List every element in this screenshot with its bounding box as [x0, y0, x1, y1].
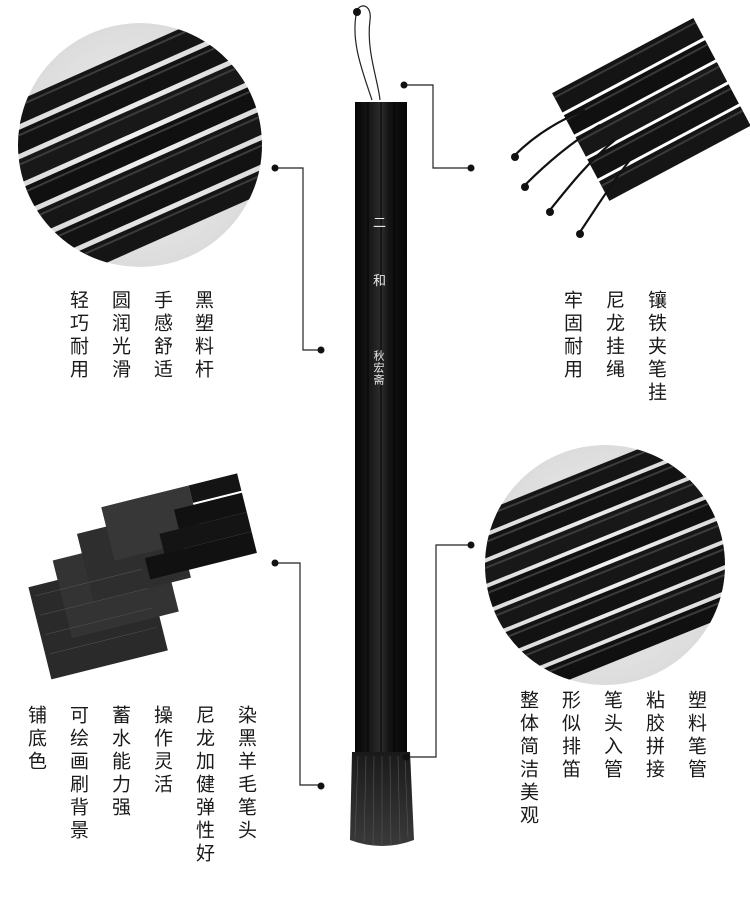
feature-br-line-4: 形似排笛: [559, 690, 581, 782]
feature-tl-line-4: 轻巧耐用: [67, 290, 89, 382]
feature-br-line-2: 粘胶拼接: [643, 690, 665, 782]
maker-stamp: 秋宏斋: [372, 350, 385, 386]
feature-tl-line-3: 圆润光滑: [109, 290, 131, 382]
leader-lines: [271, 81, 475, 790]
brush-handle: [355, 102, 407, 752]
feature-br-line-1: 塑料笔管: [685, 690, 707, 782]
hanging-rope: [353, 5, 381, 101]
feature-bl-line-4: 蓄水能力强: [109, 705, 131, 820]
handle-mark-1: 二: [373, 216, 387, 231]
detail-circle-pipes: [485, 445, 725, 685]
detail-clip-ropes: [511, 18, 750, 238]
feature-tr-line-2: 尼龙挂绳: [603, 290, 625, 382]
feature-br-line-3: 笔头入管: [601, 690, 623, 782]
feature-bl-line-1: 染黑羊毛笔头: [235, 705, 257, 843]
handle-mark-2: 和: [373, 274, 387, 289]
brush-head: [350, 752, 414, 846]
feature-tr-line-1: 镶铁夹笔挂: [645, 290, 667, 405]
feature-bl-line-5: 可绘画刷背景: [67, 705, 89, 843]
detail-circle-handles: [18, 23, 262, 267]
feature-br-line-5: 整体简洁美观: [517, 690, 539, 828]
feature-bl-line-2: 尼龙加健弹性好: [193, 705, 215, 866]
feature-bl-line-3: 操作灵活: [151, 705, 173, 797]
feature-tl-line-1: 黑塑料杆: [192, 290, 214, 382]
detail-brush-heads: [28, 473, 257, 680]
feature-tl-line-2: 手感舒适: [151, 290, 173, 382]
feature-bl-line-6: 铺底色: [25, 705, 47, 774]
feature-tr-line-3: 牢固耐用: [561, 290, 583, 382]
